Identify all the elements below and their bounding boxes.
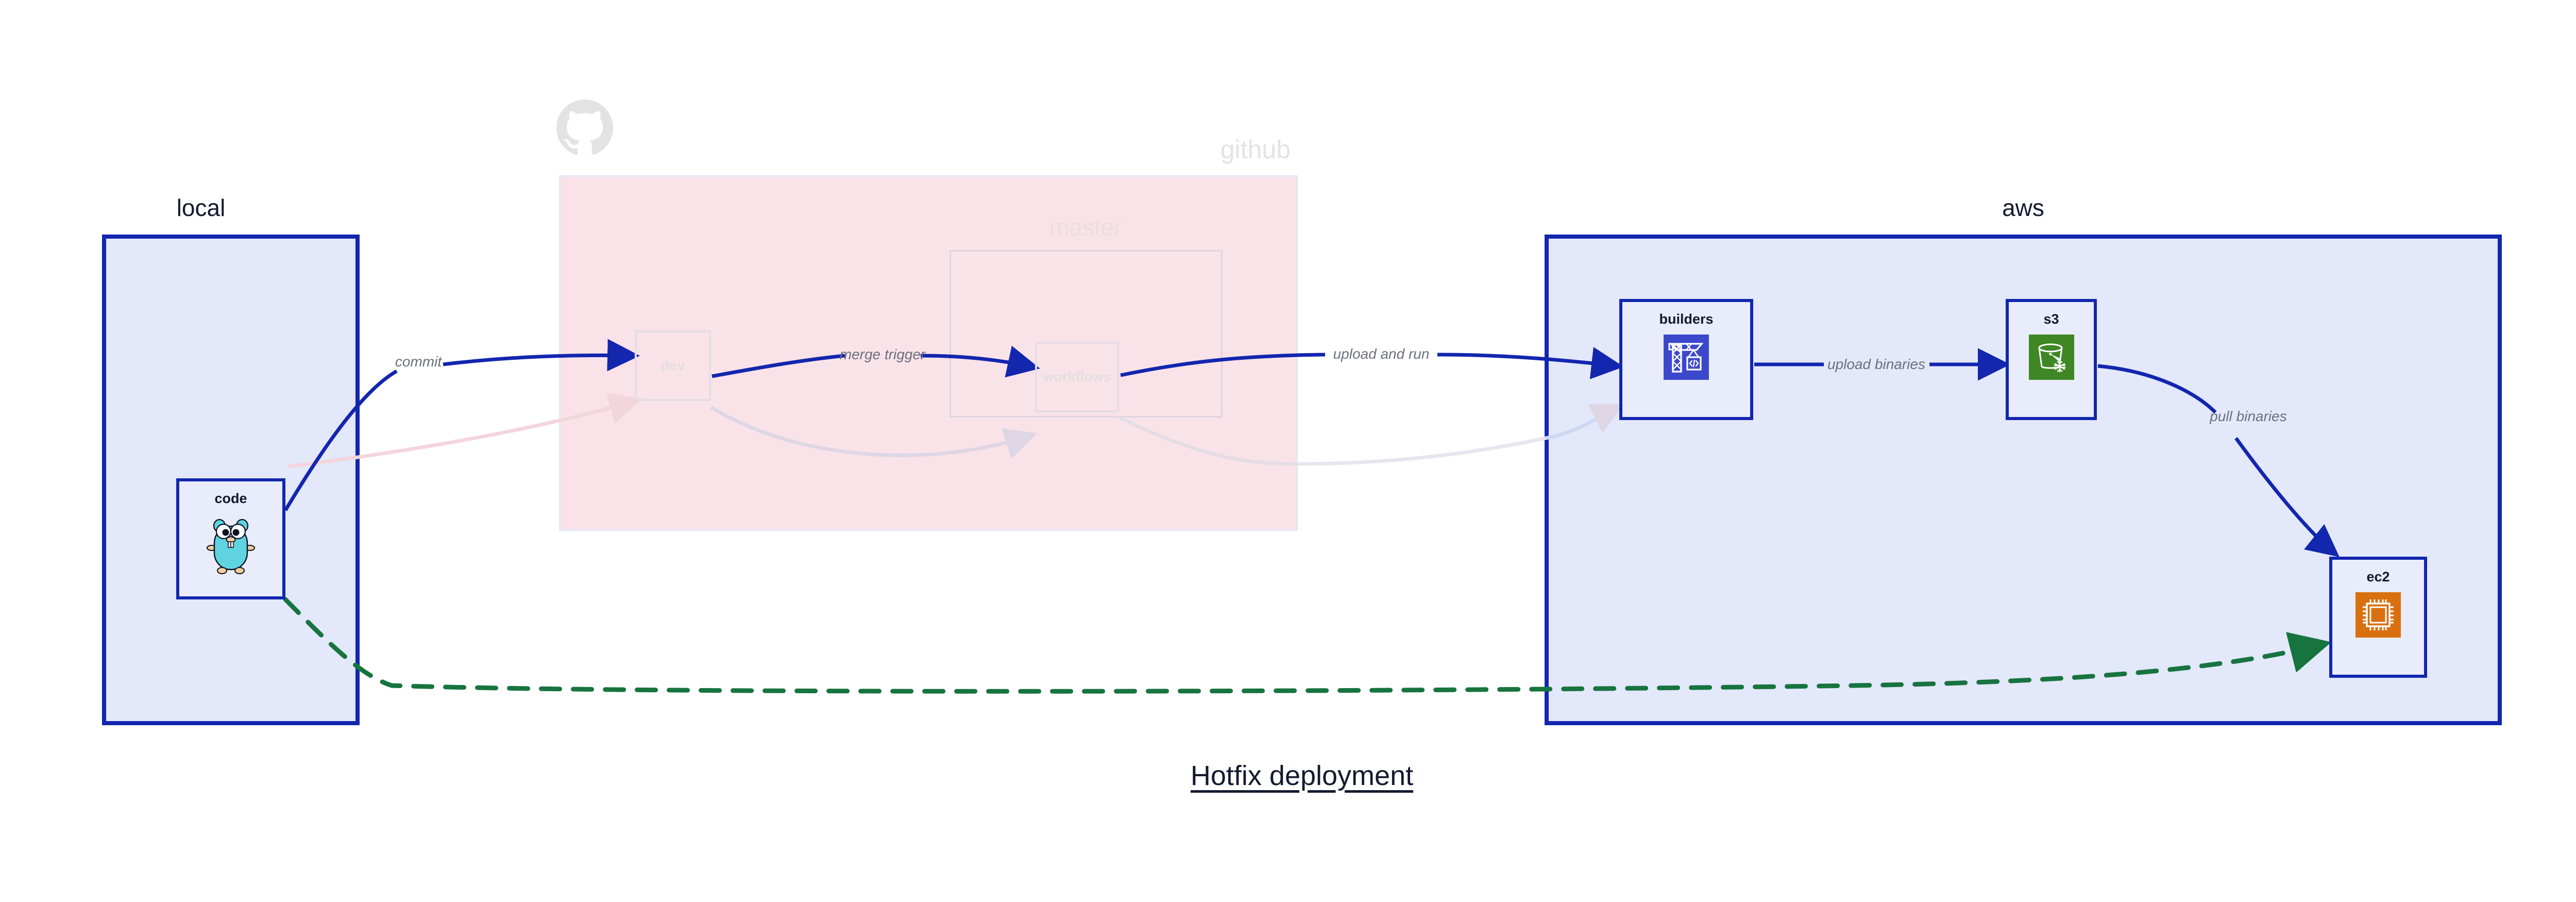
aws-s3-icon — [2028, 335, 2074, 382]
node-label-dev: dev — [660, 358, 685, 373]
edge-label-upload-binaries: upload binaries — [1827, 356, 1925, 372]
edge-label-merge-trigger: merge trigger — [839, 346, 926, 362]
node-label-builders: builders — [1659, 311, 1714, 327]
node-label-s3: s3 — [2043, 311, 2059, 327]
github-octocat-icon — [556, 99, 613, 156]
aws-builder-icon — [1664, 335, 1709, 382]
node-ec2[interactable]: ec2 — [2329, 557, 2427, 678]
node-label-ec2: ec2 — [2366, 569, 2390, 584]
diagram-caption: Hotfix deployment — [1190, 760, 1414, 791]
node-label-code: code — [214, 491, 247, 506]
edge-label-commit: commit — [395, 354, 442, 370]
node-code[interactable]: code — [176, 478, 285, 599]
group-label-aws: aws — [2002, 194, 2044, 221]
edge-label-pull-binaries: pull binaries — [2210, 408, 2287, 424]
edge-label-upload-and-run: upload and run — [1333, 346, 1430, 362]
go-gopher-icon — [206, 514, 256, 577]
node-s3[interactable]: s3 — [2006, 299, 2097, 420]
node-workflows[interactable]: workflows — [1035, 342, 1119, 412]
node-label-workflows: workflows — [1043, 369, 1111, 385]
node-builders[interactable]: builders — [1619, 299, 1753, 420]
group-label-github: github — [1220, 135, 1291, 164]
subgroup-master — [950, 250, 1223, 417]
node-dev[interactable]: dev — [635, 330, 711, 401]
group-label-local: local — [176, 194, 226, 221]
aws-ec2-icon — [2355, 592, 2401, 640]
subgroup-label-master: master — [1049, 214, 1122, 241]
